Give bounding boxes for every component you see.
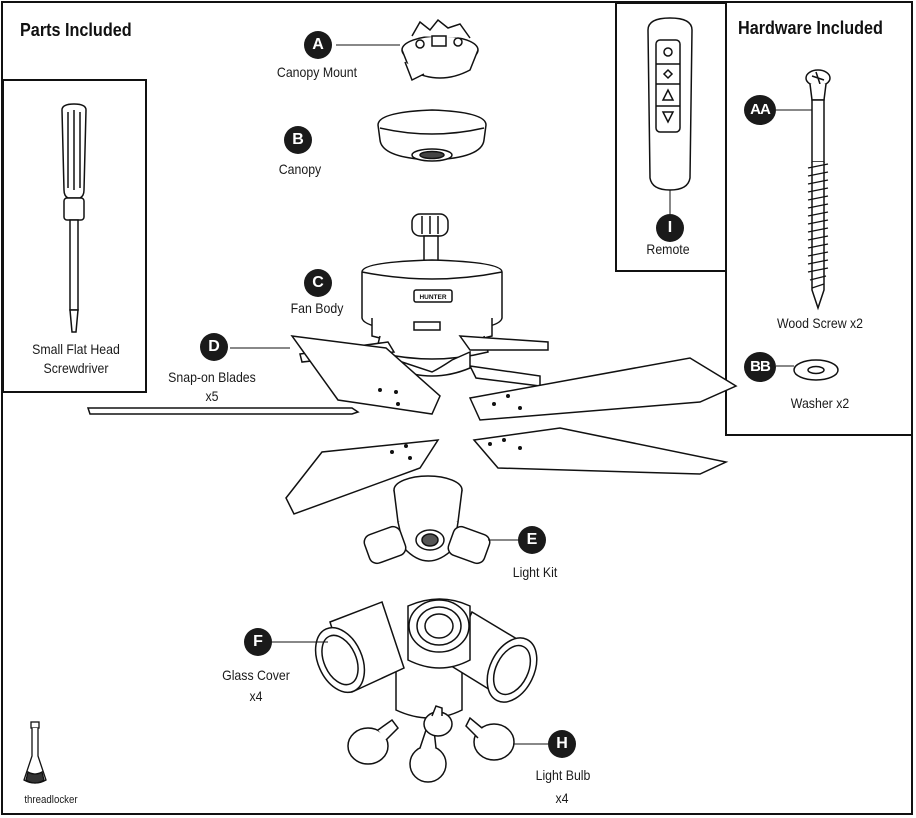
label-canopy-mount: Canopy Mount [276,64,358,80]
badge-d: D [200,333,228,361]
label-screwdriver-line1: Small Flat Head [32,341,120,357]
badge-bb: BB [744,352,776,382]
label-snap-on-blades-qty: x5 [205,388,219,404]
badge-i: I [656,214,684,242]
glass-cover-icon [314,598,538,719]
hardware-box [725,3,912,436]
blade-icons [86,335,738,515]
label-snap-on-blades: Snap-on Blades [168,369,256,385]
brand-plate-text: HUNTER [419,294,446,301]
wood-screw-icon [805,69,831,311]
badge-aa: AA [744,95,776,125]
light-bulb-icon [347,705,515,783]
badge-a: A [304,31,332,59]
badge-f: F [244,628,272,656]
screwdriver-icon [61,103,87,333]
badge-c: C [304,269,332,297]
label-remote: Remote [646,241,690,257]
badge-h: H [548,730,576,758]
light-kit-icon [363,475,491,565]
label-light-bulb-qty: x4 [555,790,569,806]
washer-icon [793,359,839,381]
label-wood-screw: Wood Screw x2 [776,315,864,331]
remote-icon [647,17,693,191]
badge-b: B [284,126,312,154]
label-fan-body: Fan Body [290,300,344,316]
hardware-included-title: Hardware Included [738,18,883,38]
canopy-mount-icon [401,18,479,82]
threadlocker-icon [23,721,47,784]
label-light-bulb: Light Bulb [535,767,591,783]
label-glass-cover-qty: x4 [249,688,263,704]
label-light-kit: Light Kit [512,564,558,580]
label-washer: Washer x2 [790,395,850,411]
canopy-icon [377,109,487,162]
screwdriver-box [2,79,147,393]
label-glass-cover: Glass Cover [222,667,290,683]
label-canopy: Canopy [278,161,322,177]
badge-e: E [518,526,546,554]
label-screwdriver-line2: Screwdriver [43,360,109,376]
parts-included-title: Parts Included [20,20,132,40]
label-threadlocker: threadlocker [24,794,78,806]
